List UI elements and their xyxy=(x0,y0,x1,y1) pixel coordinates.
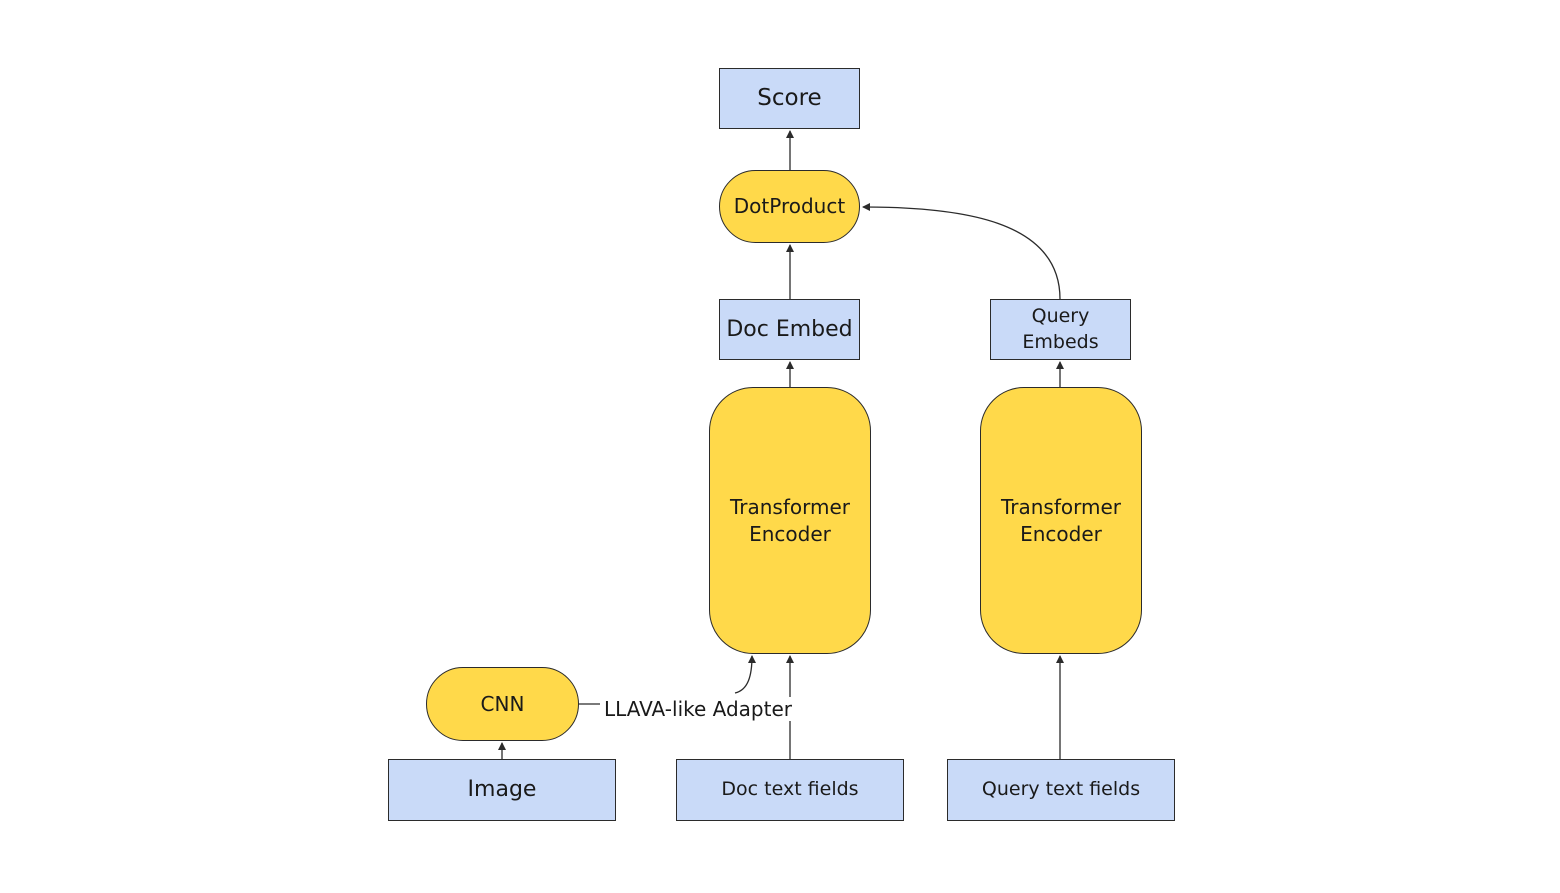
edge-queryembeds-to-dotproduct xyxy=(862,203,1061,300)
edge-cnn-to-docencoder-adapter xyxy=(579,656,752,705)
query-embeds-box: Query Embeds xyxy=(990,299,1131,360)
score-box: Score xyxy=(719,68,860,129)
doc-embed-box: Doc Embed xyxy=(719,299,860,360)
query-transformer-encoder: Transformer Encoder xyxy=(980,387,1142,654)
dotproduct-node: DotProduct xyxy=(719,170,860,243)
query-text-fields-box: Query text fields xyxy=(947,759,1175,821)
score-label: Score xyxy=(757,84,822,111)
dotproduct-label: DotProduct xyxy=(733,194,846,218)
query-text-fields-label: Query text fields xyxy=(981,778,1141,801)
doc-text-fields-box: Doc text fields xyxy=(676,759,904,821)
image-box: Image xyxy=(388,759,616,821)
adapter-edge-label: LLAVA-like Adapter xyxy=(602,697,794,721)
query-encoder-label: Transformer Encoder xyxy=(1000,494,1121,546)
image-label: Image xyxy=(467,777,537,803)
cnn-node: CNN xyxy=(426,667,579,741)
doc-transformer-encoder: Transformer Encoder xyxy=(709,387,871,654)
doc-embed-label: Doc Embed xyxy=(726,316,853,342)
cnn-label: CNN xyxy=(480,691,525,716)
doc-text-fields-label: Doc text fields xyxy=(721,778,859,801)
doc-encoder-label: Transformer Encoder xyxy=(729,494,850,546)
query-embeds-label: Query Embeds xyxy=(1022,304,1099,353)
